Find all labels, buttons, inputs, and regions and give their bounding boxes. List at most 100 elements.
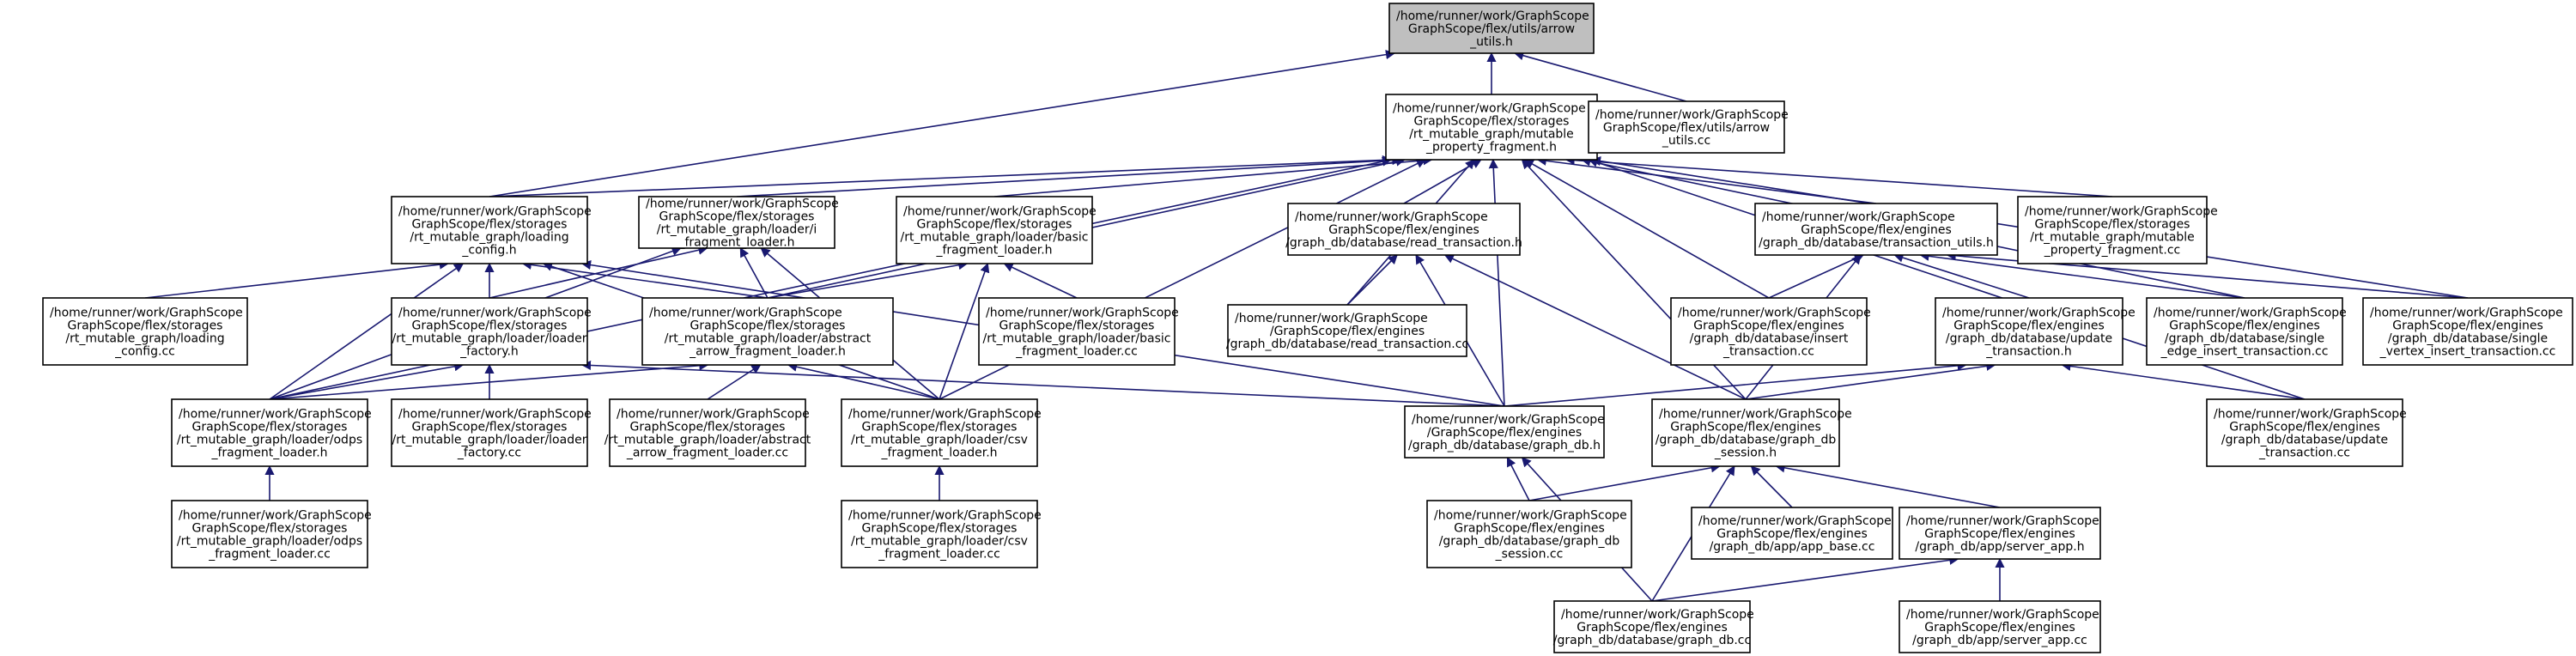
node-label-line: _utils.cc: [1662, 134, 1710, 148]
edge-arrow: [1893, 252, 2030, 299]
file-node[interactable]: /home/runner/work/GraphScopeGraphScope/f…: [841, 500, 1042, 568]
root-file-node[interactable]: /home/runner/work/GraphScopeGraphScope/f…: [1388, 3, 1595, 54]
node-label-line: /home/runner/work/GraphScope: [398, 307, 592, 320]
file-node[interactable]: /home/runner/work/GraphScopeGraphScope/f…: [391, 398, 592, 467]
file-node[interactable]: /home/runner/work/GraphScopeGraphScope/f…: [1899, 507, 2101, 560]
node-label-line: /GraphScope/flex/engines: [1427, 426, 1582, 440]
node-label-line: /rt_mutable_graph/loader/odps: [177, 434, 362, 447]
node-label-line: _fragment_loader.cc: [1015, 345, 1138, 359]
edge-arrow: [489, 155, 1393, 197]
file-node[interactable]: /home/runner/work/GraphScopeGraphScope/f…: [2146, 297, 2347, 366]
edge-n22-to-n1: [1488, 158, 1505, 407]
file-node[interactable]: /home/runner/work/GraphScopeGraphScope/f…: [42, 297, 248, 366]
file-node[interactable]: /home/runner/work/GraphScopeGraphScope/f…: [1935, 297, 2136, 366]
node-box: [42, 297, 248, 366]
node-label-line: /rt_mutable_graph/loader/loader: [392, 434, 587, 447]
node-label-line: /home/runner/work/GraphScope: [179, 408, 372, 422]
node-label-line: GraphScope/flex/engines: [1924, 527, 2075, 541]
node-label-line: GraphScope/flex/engines: [2229, 421, 2380, 434]
file-node[interactable]: /home/runner/work/GraphScopeGraphScope/f…: [1899, 600, 2101, 653]
node-label-line: /graph_db/database/transaction_utils.h: [1759, 236, 1994, 250]
file-node[interactable]: /home/runner/work/GraphScopeGraphScope/f…: [1651, 398, 1852, 467]
file-node[interactable]: /home/runner/work/GraphScopeGraphScope/f…: [1553, 600, 1754, 653]
node-label-line: /home/runner/work/GraphScope: [1235, 312, 1428, 325]
file-node[interactable]: /home/runner/work/GraphScopeGraphScope/f…: [978, 297, 1179, 366]
node-label-line: _property_fragment.h: [1425, 141, 1557, 155]
file-node[interactable]: /home/runner/work/GraphScopeGraphScope/f…: [896, 196, 1097, 264]
node-box: [1691, 507, 1893, 560]
node-label-line: /graph_db/app/server_app.cc: [1912, 634, 2087, 647]
node-label-line: GraphScope/flex/storages: [862, 522, 1018, 536]
file-node[interactable]: /home/runner/work/GraphScopeGraphScope/f…: [641, 297, 894, 366]
edge-n12-to-n5: [1003, 263, 1078, 299]
file-node[interactable]: /home/runner/work/GraphScopeGraphScope/f…: [1754, 203, 1998, 256]
edge-n22-to-n10: [580, 360, 1505, 407]
file-node[interactable]: /home/runner/work/GraphScopeGraphScope/f…: [2362, 297, 2573, 366]
edge-n18-to-n11: [269, 361, 709, 400]
node-label-line: /home/runner/work/GraphScope: [1906, 608, 2099, 622]
file-node[interactable]: /home/runner/work/GraphScopeGraphScope/f…: [1691, 507, 1893, 560]
file-node[interactable]: /home/runner/work/GraphScope/GraphScope/…: [1226, 304, 1468, 357]
file-node[interactable]: /home/runner/work/GraphScopeGraphScope/f…: [2206, 398, 2407, 467]
node-label-line: GraphScope/flex/storages: [690, 319, 846, 333]
node-box: [2206, 398, 2403, 467]
edge-arrow: [2061, 361, 2306, 400]
node-label-line: /home/runner/work/GraphScope: [1678, 307, 1871, 320]
edge-n22-to-n15: [1504, 361, 1967, 407]
node-label-line: /home/runner/work/GraphScope: [848, 509, 1042, 523]
node-box: [641, 297, 894, 366]
edge-n13-to-n6: [1346, 254, 1398, 306]
node-label-line: _fragment_loader.h: [677, 236, 794, 250]
node-label-line: /rt_mutable_graph/loader/abstract: [665, 332, 872, 346]
node-label-line: GraphScope/flex/engines: [1670, 421, 1821, 434]
edge-arrow: [1745, 361, 1996, 400]
edge-arrow: [939, 262, 990, 400]
node-label-line: /rt_mutable_graph/loader/csv: [851, 434, 1028, 447]
edge-arrow: [993, 155, 1433, 197]
node-label-line: /home/runner/work/GraphScope: [2025, 205, 2218, 219]
edge-n2-to-n0: [1514, 51, 1687, 102]
edge-n24-to-n15: [2061, 361, 2306, 400]
node-label-line: GraphScope/flex/storages: [659, 210, 815, 224]
node-label-line: _factory.cc: [457, 446, 521, 460]
node-label-line: /home/runner/work/GraphScope: [1393, 102, 1586, 116]
edge-arrow: [1523, 159, 1770, 299]
node-box: [1588, 100, 1785, 154]
edge-arrow: [269, 361, 465, 400]
node-label-line: GraphScope/flex/engines: [1577, 621, 1728, 635]
edge-n27-to-n22: [1506, 457, 1530, 501]
node-label-line: /home/runner/work/GraphScope: [1412, 413, 1605, 427]
edge-arrow: [1488, 158, 1505, 407]
file-node[interactable]: /home/runner/work/GraphScopeGraphScope/f…: [1426, 500, 1632, 568]
edge-arrow: [787, 361, 940, 400]
file-node[interactable]: /home/runner/work/GraphScopeGraphScope/f…: [171, 398, 372, 467]
node-box: [2146, 297, 2343, 366]
file-node[interactable]: /home/runner/work/GraphScope/GraphScope/…: [1404, 405, 1605, 459]
node-label-line: /rt_mutable_graph/loader/csv: [851, 535, 1028, 549]
edge-n29-to-n23: [1775, 463, 2001, 508]
file-node[interactable]: /home/runner/work/GraphScopeGraphScope/f…: [391, 196, 592, 264]
edge-n21-to-n5: [939, 262, 990, 400]
node-box: [1899, 507, 2101, 560]
file-node[interactable]: /home/runner/work/GraphScopeGraphScope/f…: [2017, 196, 2218, 264]
file-node[interactable]: /home/runner/work/GraphScopeGraphScope/f…: [841, 398, 1042, 467]
file-node[interactable]: /home/runner/work/GraphScopeGraphScope/f…: [391, 297, 592, 366]
node-label-line: GraphScope/flex/engines: [1953, 319, 2105, 333]
node-label-line: GraphScope/flex/engines: [1693, 319, 1844, 333]
file-node[interactable]: /home/runner/work/GraphScopeGraphScope/f…: [1385, 94, 1598, 161]
edge-n18-to-n10: [269, 361, 465, 400]
edge-arrow: [1919, 251, 2245, 299]
node-label-line: /graph_db/database/update: [1946, 332, 2112, 346]
node-box: [1670, 297, 1868, 366]
file-node[interactable]: /home/runner/work/GraphScopeGraphScope/f…: [638, 196, 839, 250]
node-box: [1651, 398, 1840, 467]
node-box: [171, 398, 368, 467]
node-box: [1388, 3, 1595, 54]
node-box: [391, 196, 588, 264]
file-node[interactable]: /home/runner/work/GraphScopeGraphScope/f…: [1285, 203, 1522, 256]
file-node[interactable]: /home/runner/work/GraphScopeGraphScope/f…: [171, 500, 372, 568]
file-node[interactable]: /home/runner/work/GraphScopeGraphScope/f…: [605, 398, 811, 467]
file-node[interactable]: /home/runner/work/GraphScopeGraphScope/f…: [1670, 297, 1871, 366]
node-label-line: /home/runner/work/GraphScope: [646, 197, 839, 211]
file-node[interactable]: /home/runner/work/GraphScopeGraphScope/f…: [1588, 100, 1789, 154]
